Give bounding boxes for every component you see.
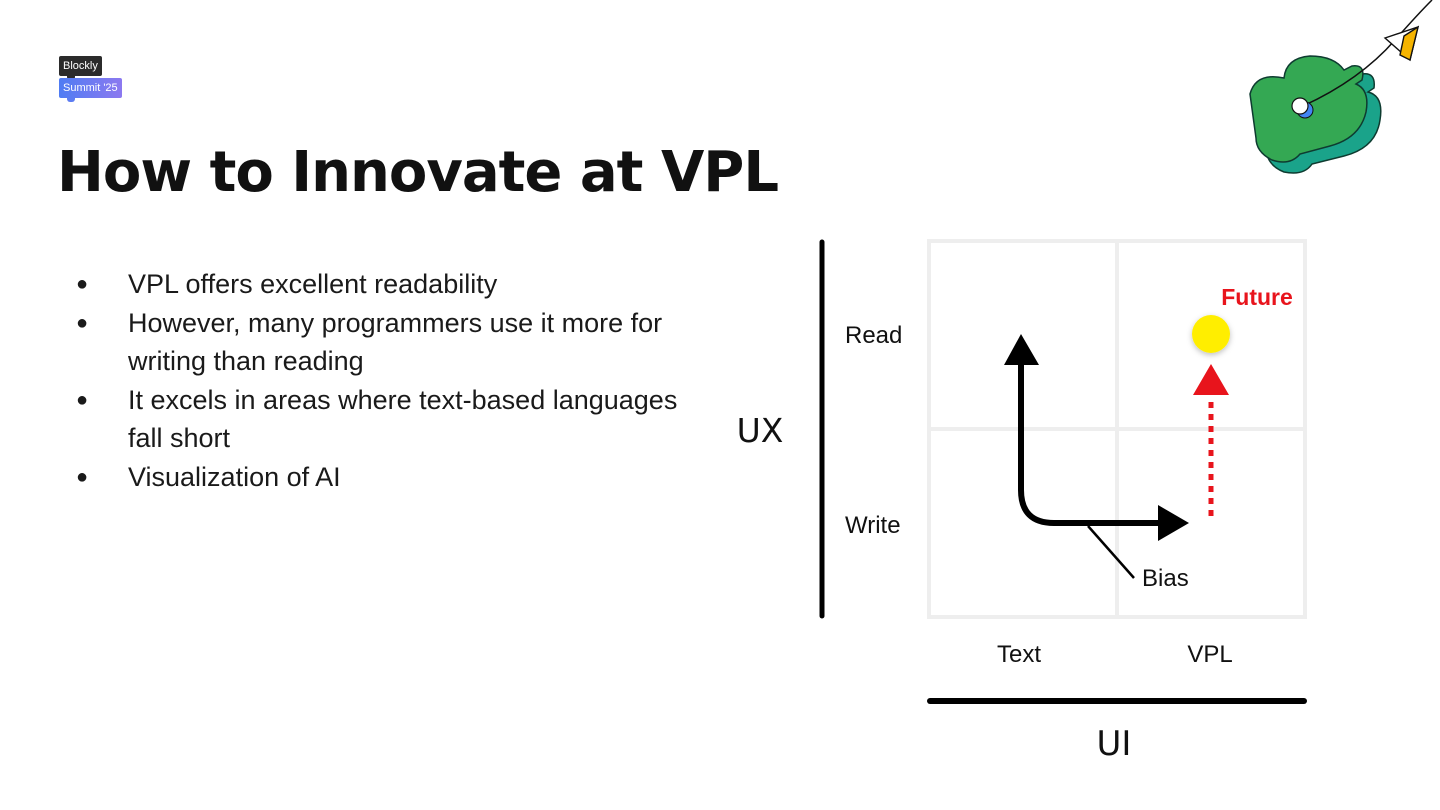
bullet-text: However, many programmers use it more fo… bbox=[128, 307, 663, 377]
bullet-dot-icon: ● bbox=[76, 388, 89, 411]
bias-label: Bias bbox=[1142, 565, 1189, 592]
bias-pointer-line bbox=[1087, 525, 1135, 579]
quadrant-grid bbox=[927, 239, 1307, 619]
bullet-text: Visualization of AI bbox=[128, 461, 341, 492]
page-title: How to Innovate at VPL bbox=[57, 140, 779, 205]
bullet-text: VPL offers excellent readability bbox=[128, 269, 498, 299]
plane-fold bbox=[1399, 25, 1420, 62]
bias-arrow bbox=[1004, 334, 1189, 541]
bullet-list: ● VPL offers excellent readability ● How… bbox=[76, 265, 716, 496]
bullet-dot-icon: ● bbox=[76, 311, 89, 334]
bullet-dot-icon: ● bbox=[76, 273, 89, 295]
bias-arrow-shaft bbox=[1018, 360, 1162, 526]
blockly-puzzle-mascot-icon bbox=[1249, 0, 1433, 174]
future-dot bbox=[1192, 315, 1230, 353]
paper-plane-icon bbox=[1383, 25, 1420, 62]
bullet-item: ● However, many programmers use it more … bbox=[76, 304, 716, 381]
future-arrow-head bbox=[1193, 364, 1229, 395]
logo-line-1: Blockly bbox=[59, 56, 102, 76]
mascot-eye bbox=[1291, 97, 1309, 115]
ux-ui-quadrant-diagram: UX UI Read Write Text VPL Bias Future bbox=[737, 239, 1307, 764]
bias-arrow-head-up bbox=[1004, 334, 1039, 365]
x-axis-title: UI bbox=[1097, 724, 1132, 764]
bullet-item: ● Visualization of AI bbox=[76, 458, 716, 497]
col-label-text: Text bbox=[997, 641, 1041, 668]
bullet-dot-icon: ● bbox=[76, 465, 89, 488]
col-label-vpl: VPL bbox=[1187, 641, 1232, 668]
bullet-item: ● VPL offers excellent readability bbox=[76, 265, 716, 304]
row-label-write: Write bbox=[845, 512, 901, 539]
bias-arrow-head-right bbox=[1158, 505, 1189, 541]
y-axis-title: UX bbox=[737, 411, 784, 450]
logo-line-2: Summit '25 bbox=[59, 78, 122, 98]
blockly-summit-logo: Blockly Summit '25 bbox=[59, 56, 129, 102]
bullet-text: It excels in areas where text-based lang… bbox=[128, 384, 678, 454]
future-label: Future bbox=[1221, 284, 1293, 310]
bullet-item: ● It excels in areas where text-based la… bbox=[76, 381, 716, 458]
logo-notch-icon bbox=[67, 98, 75, 102]
row-label-read: Read bbox=[845, 322, 902, 349]
